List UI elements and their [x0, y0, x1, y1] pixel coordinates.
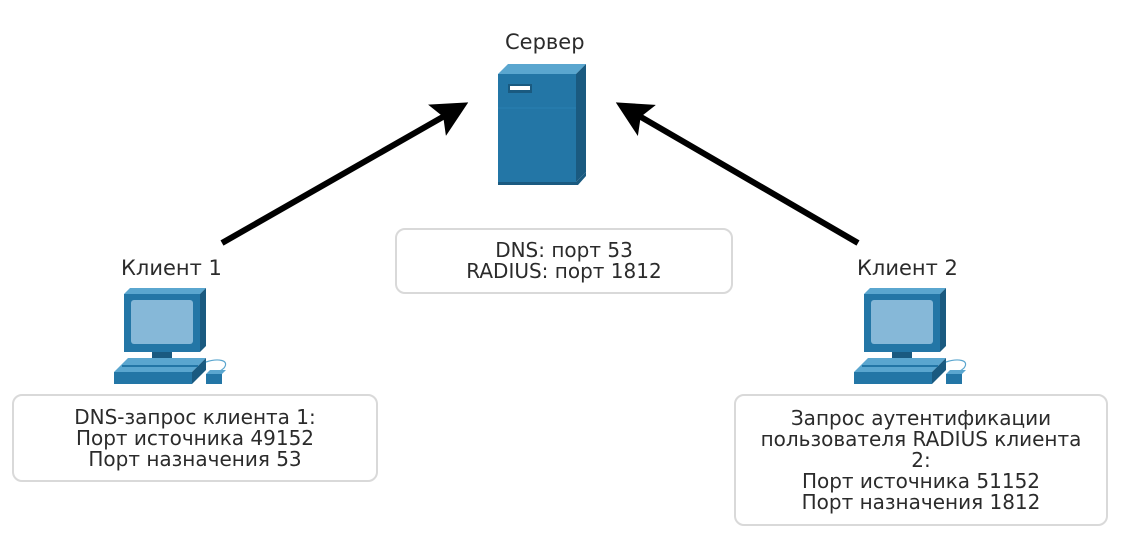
- client1-request-box: DNS-запрос клиента 1: Порт источника 491…: [12, 394, 378, 482]
- client1-line2: Порт источника 49152: [75, 425, 315, 450]
- server-port-radius: RADIUS: порт 1812: [466, 259, 662, 283]
- client2-line4: Порт источника 51152: [801, 468, 1041, 493]
- client1-line1: DNS-запрос клиента 1:: [74, 404, 316, 429]
- client2-line2: пользователя RADIUS клиента: [760, 426, 1082, 451]
- server-ports-box: DNS: порт 53 RADIUS: порт 1812: [395, 228, 733, 294]
- pc-icon: [854, 288, 967, 384]
- client1-line3: Порт назначения 53: [88, 446, 302, 471]
- pc-icon: [114, 288, 227, 384]
- arrow-client1-to-server: [220, 102, 469, 246]
- client2-line5: Порт назначения 1812: [801, 489, 1041, 514]
- client2-label: Клиент 2: [857, 256, 958, 280]
- client2-request-box: Запрос аутентификации пользователя RADIU…: [734, 394, 1108, 526]
- client2-line3: 2:: [911, 447, 931, 472]
- server-port-dns: DNS: порт 53: [495, 238, 633, 262]
- arrow-client2-to-server: [615, 102, 860, 246]
- server-icon: [498, 64, 586, 185]
- client2-line1: Запрос аутентификации: [790, 405, 1052, 430]
- server-label: Сервер: [505, 30, 585, 54]
- client1-label: Клиент 1: [121, 256, 222, 280]
